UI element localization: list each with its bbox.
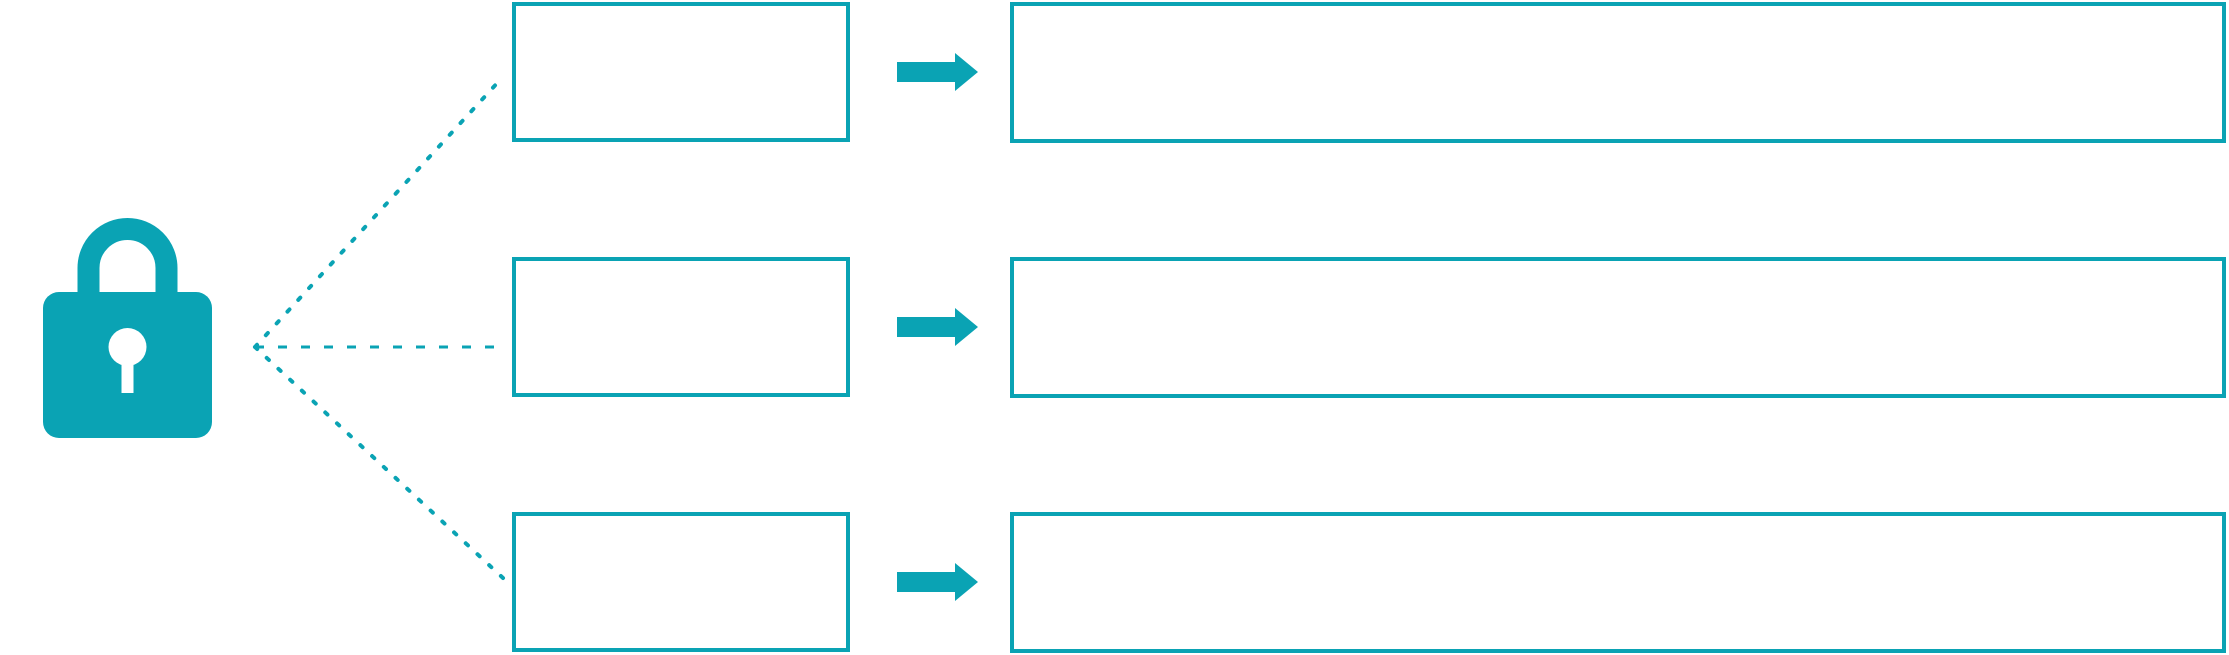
connector-line-top: [253, 78, 502, 349]
arrow-right-icon-svg: [897, 308, 978, 346]
arrow-right-icon: [897, 53, 978, 91]
term-box-2[interactable]: [512, 257, 850, 397]
keyhole-stem: [121, 347, 134, 393]
lock-shackle: [77, 218, 178, 300]
arrow-shape: [897, 308, 978, 346]
term-box-1[interactable]: [512, 2, 850, 142]
definition-box-2[interactable]: [1010, 257, 2226, 398]
arrow-shape: [897, 563, 978, 601]
arrow-right-icon-svg: [897, 53, 978, 91]
arrow-shape: [897, 53, 978, 91]
lock-icon-svg: [43, 218, 212, 438]
arrow-right-icon-svg: [897, 563, 978, 601]
term-box-3[interactable]: [512, 512, 850, 652]
definition-box-3[interactable]: [1010, 512, 2226, 653]
connector-line-bottom: [253, 345, 505, 580]
definition-box-1[interactable]: [1010, 2, 2226, 143]
arrow-right-icon: [897, 563, 978, 601]
arrow-right-icon: [897, 308, 978, 346]
lock-icon: [43, 218, 212, 438]
